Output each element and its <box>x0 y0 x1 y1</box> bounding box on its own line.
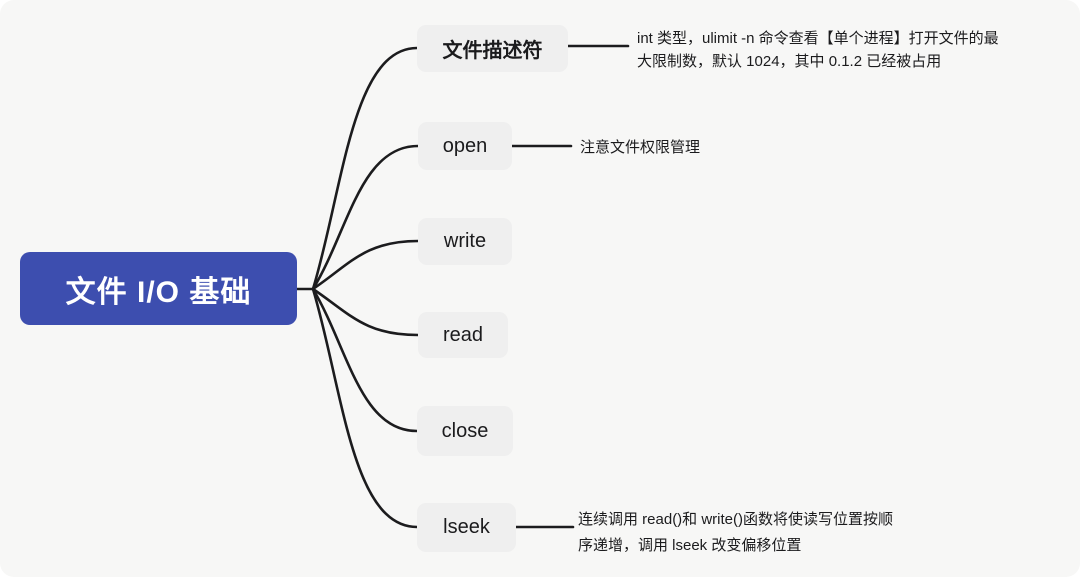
edge-root-to-write <box>311 239 420 291</box>
root-node-file-io[interactable]: 文件 I/O 基础 <box>20 252 297 325</box>
node-lseek[interactable]: lseek <box>417 503 516 552</box>
node-file-descriptor-label: 文件描述符 <box>442 40 543 62</box>
node-close[interactable]: close <box>417 406 513 456</box>
node-open-label: open <box>442 134 488 157</box>
node-close-label: close <box>441 419 489 442</box>
node-lseek-label: lseek <box>443 516 490 538</box>
edge-root-to-close <box>311 287 419 433</box>
annotation-file-descriptor-line2: 大限制数，默认 1024，其中 0.1.2 已经被占用 <box>637 53 942 70</box>
node-read-label: read <box>442 323 484 346</box>
node-read[interactable]: read <box>418 312 508 358</box>
annotation-file-descriptor-line1: int 类型，ulimit -n 命令查看【单个进程】打开文件的最 <box>637 30 999 47</box>
annotation-lseek-line2: 序递增，调用 lseek 改变偏移位置 <box>578 537 802 554</box>
annotation-open-line1: 注意文件权限管理 <box>580 139 701 156</box>
annotation-lseek-line1: 连续调用 read()和 write()函数将使读写位置按顺 <box>578 511 894 528</box>
edge-root-to-read <box>311 287 420 337</box>
node-file-descriptor[interactable]: 文件描述符 <box>417 25 568 72</box>
annotation-open: 注意文件权限管理 <box>580 136 700 159</box>
annotation-lseek: 连续调用 read()和 write()函数将使读写位置按顺 序递增，调用 ls… <box>578 507 893 559</box>
edge-root-to-lseek <box>311 287 419 529</box>
node-open[interactable]: open <box>418 122 512 170</box>
annotation-file-descriptor: int 类型，ulimit -n 命令查看【单个进程】打开文件的最 大限制数，默… <box>637 27 999 73</box>
root-node-label: 文件 I/O 基础 <box>65 275 252 309</box>
node-write[interactable]: write <box>418 218 512 265</box>
edge-root-to-fd <box>311 46 419 291</box>
edge-root-to-open <box>311 144 420 291</box>
node-write-label: write <box>443 230 487 252</box>
